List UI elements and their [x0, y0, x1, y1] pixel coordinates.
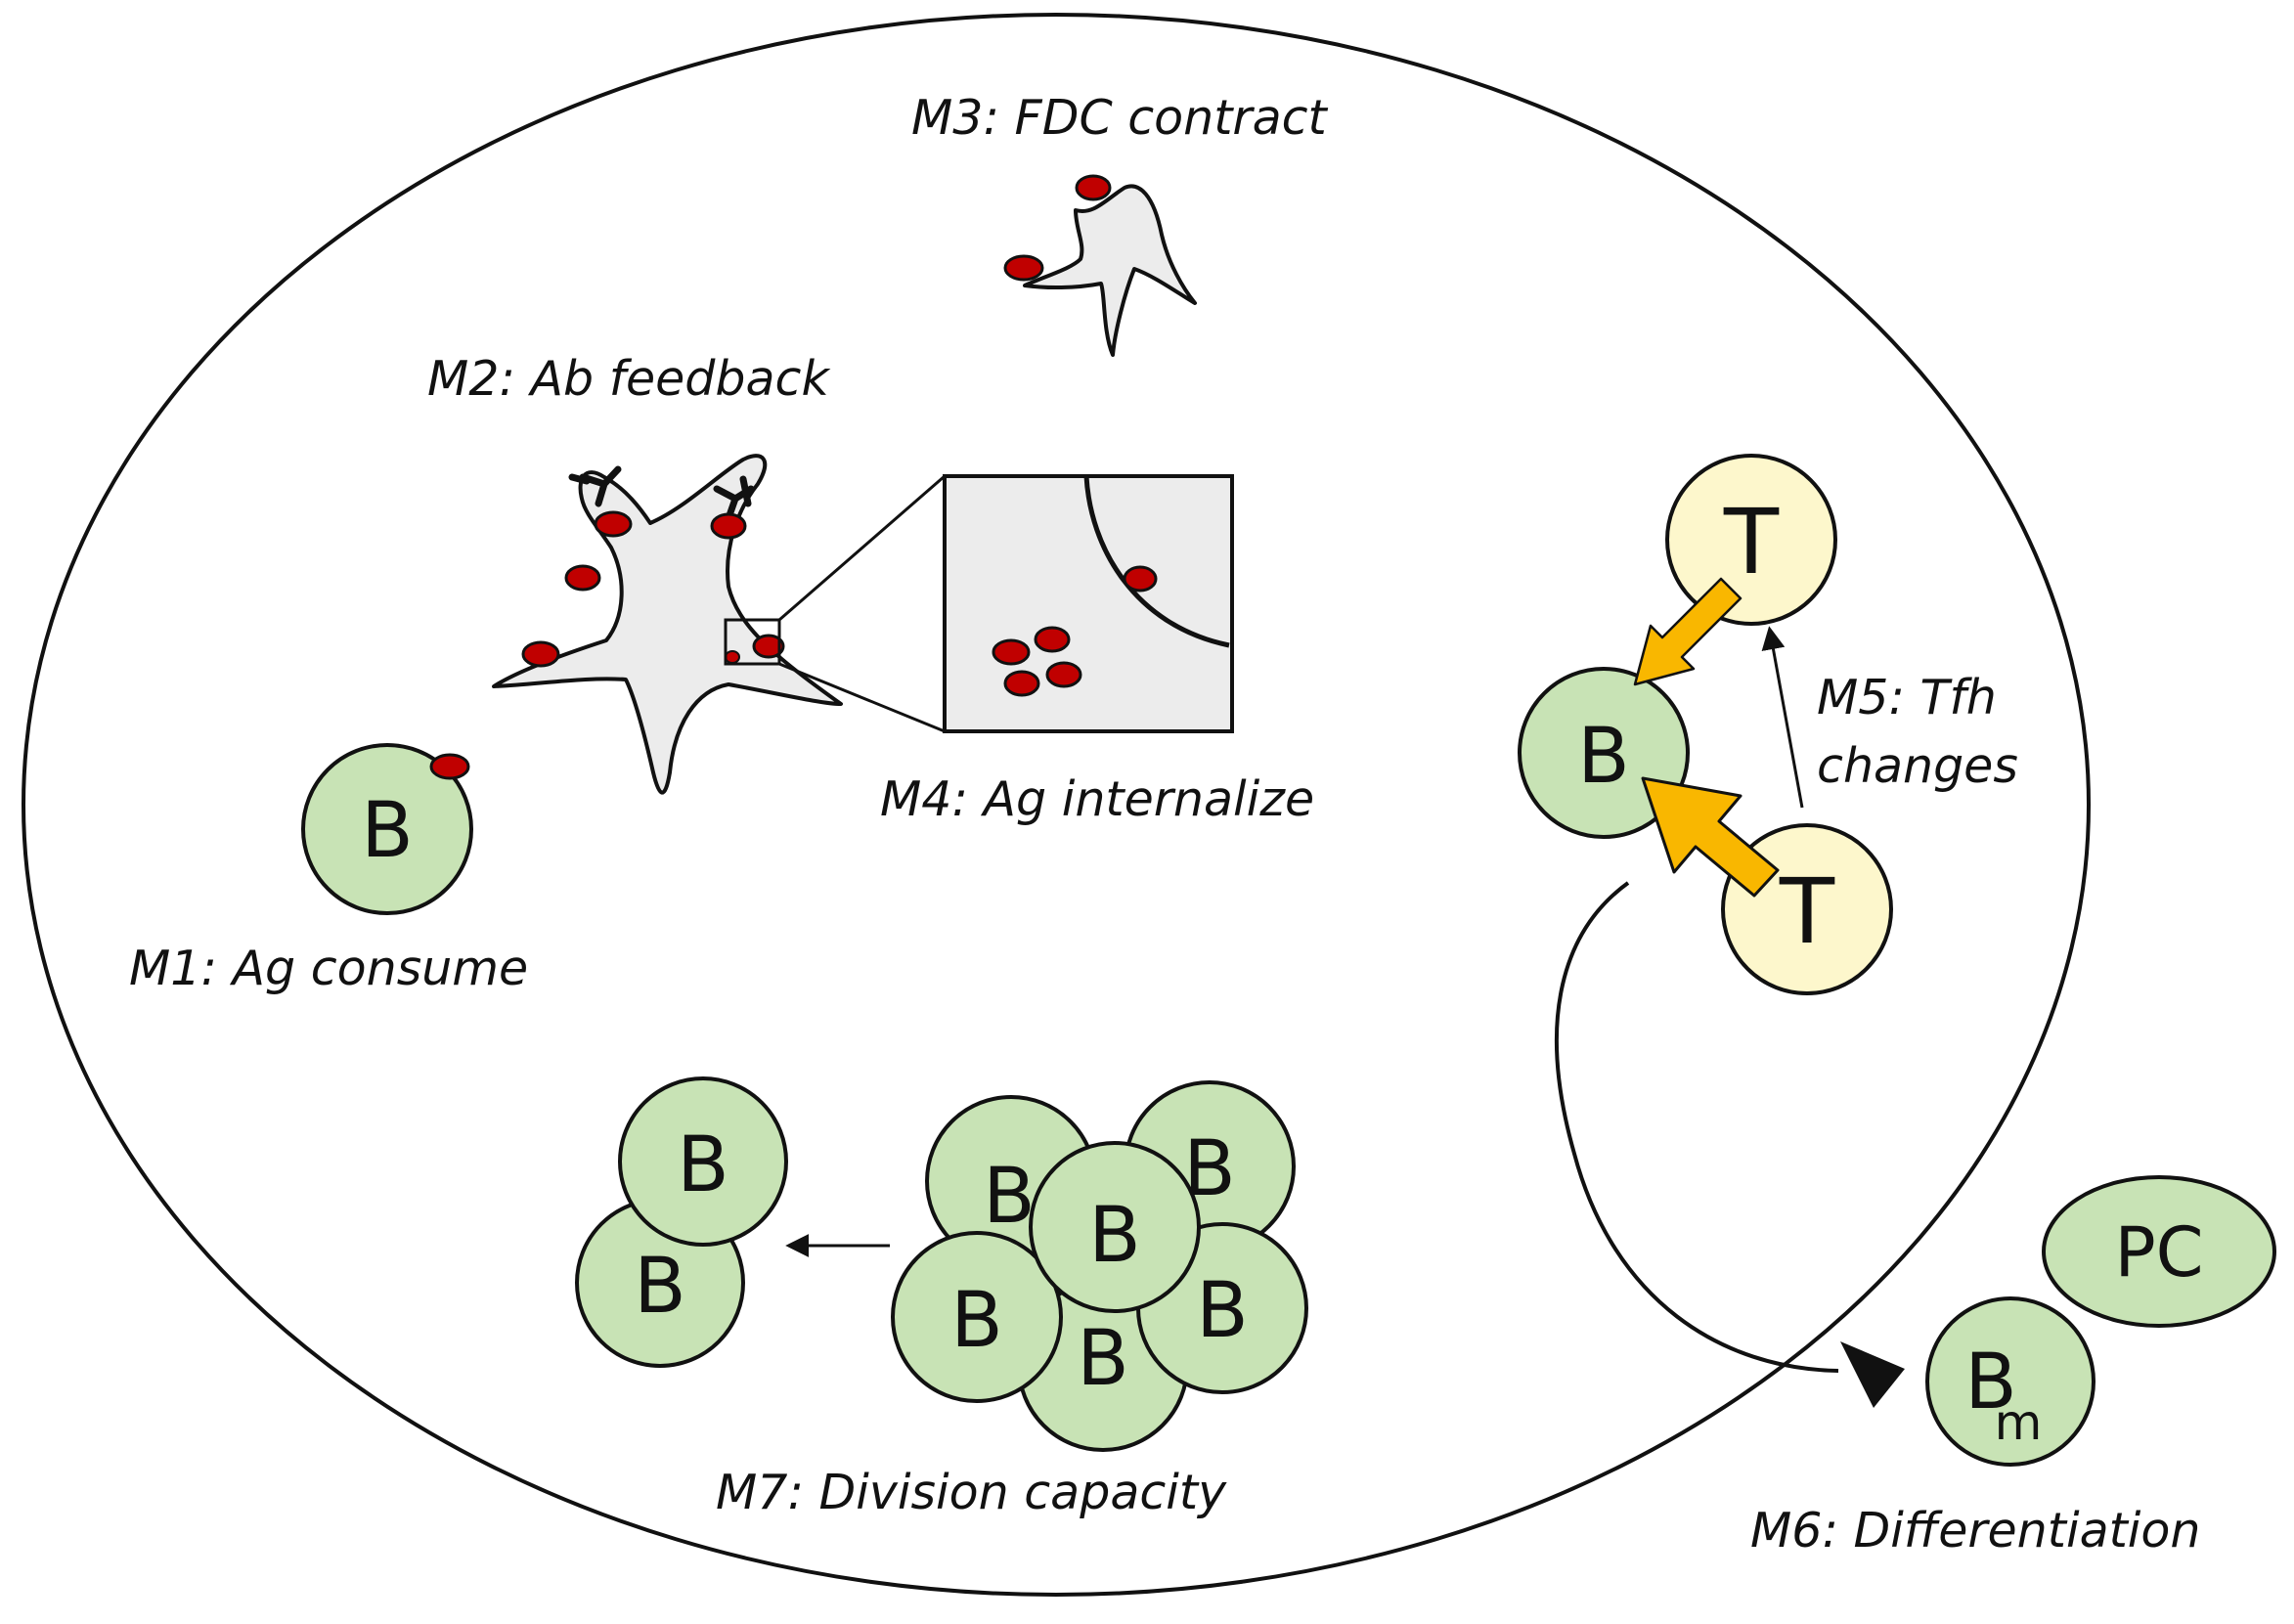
- t-cell-label: T: [1723, 490, 1780, 594]
- b-cell: B: [891, 1231, 1063, 1403]
- antigen: [594, 510, 633, 538]
- antigen: [1003, 254, 1044, 282]
- antigen: [752, 634, 785, 659]
- zoom-source-box: [724, 618, 781, 666]
- tfh-help-arrow-weak: [1633, 577, 1743, 686]
- b-cell-label: B: [1088, 1192, 1141, 1280]
- memory-b-main: B: [1964, 1339, 2017, 1426]
- plasma-cell: PC: [2042, 1175, 2276, 1328]
- fdc-contracted: [1003, 174, 1197, 357]
- label-m6: M6: Differentiation: [1750, 1503, 2200, 1558]
- label-m2: M2: Ab feedback: [427, 351, 830, 407]
- antigen-internalized: [1034, 626, 1071, 653]
- b-cell-label: B: [677, 1121, 729, 1209]
- b-cell: B: [618, 1076, 788, 1247]
- memory-b-subscript: m: [1995, 1394, 2043, 1451]
- b-cell-receiving-help: B: [1518, 667, 1690, 839]
- zoom-line: [778, 474, 946, 622]
- differentiation-arrowhead: [1840, 1341, 1905, 1408]
- differentiation-path: [1555, 881, 1839, 1373]
- label-m3: M3: FDC contract: [911, 90, 1329, 146]
- zoom-line: [778, 662, 946, 733]
- antibody: [568, 465, 622, 507]
- t-cell-label: T: [1779, 859, 1835, 964]
- memory-b-cell: B m: [1925, 1296, 2095, 1467]
- antibody: [713, 475, 755, 522]
- b-cell-label: B: [1077, 1315, 1129, 1403]
- antigen: [564, 564, 601, 592]
- b-cell-label: B: [1196, 1267, 1249, 1355]
- label-m5-line1: M5: Tfh: [1817, 670, 1997, 725]
- antigen-internalized: [1045, 661, 1082, 688]
- b-cell-label: B: [634, 1243, 686, 1331]
- fdc-with-antibodies: [492, 454, 843, 795]
- germinal-center-boundary: [22, 13, 2091, 1597]
- antigen: [1123, 565, 1158, 593]
- zoom-inset: [943, 474, 1234, 733]
- b-cell-cluster-small: B B: [575, 1076, 788, 1368]
- antigen: [429, 753, 470, 780]
- antigen: [710, 512, 747, 540]
- b-cell-label: B: [950, 1277, 1003, 1365]
- label-m7: M7: Division capacity: [716, 1465, 1227, 1520]
- tfh-change-arrow: [1761, 626, 1804, 809]
- label-m1: M1: Ag consume: [129, 941, 528, 996]
- b-cell-label: B: [1577, 713, 1630, 801]
- antigen-internalized: [1003, 670, 1040, 697]
- b-cell-consuming-antigen: B: [301, 743, 473, 915]
- label-m5-line2: changes: [1817, 738, 2018, 794]
- b-cell-label: B: [983, 1153, 1036, 1241]
- antigen-internalized: [992, 638, 1031, 666]
- memory-b-cell-label: B: [1964, 1339, 2017, 1426]
- label-m4: M4: Ag internalize: [880, 771, 1314, 827]
- tfh-help-arrow-strong: [1641, 776, 1780, 898]
- b-cell-label: B: [361, 787, 414, 875]
- plasma-cell-label: PC: [2114, 1212, 2203, 1293]
- t-cell-top: T: [1665, 454, 1837, 626]
- b-cell-cluster-large: B B B B B B: [891, 1080, 1308, 1452]
- antigen: [1075, 174, 1112, 201]
- antigen: [725, 650, 740, 664]
- b-cell: B: [1029, 1141, 1201, 1313]
- antigen: [521, 640, 560, 668]
